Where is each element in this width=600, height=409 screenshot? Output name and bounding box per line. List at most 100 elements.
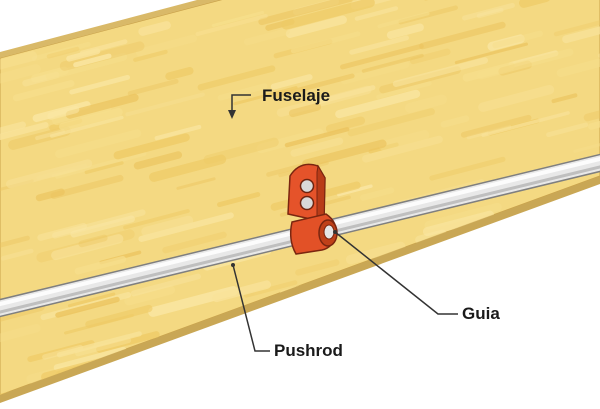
- wood-grain-streak: [141, 215, 194, 237]
- wood-grain-streak: [70, 215, 135, 238]
- wood-grain-streak: [59, 107, 123, 131]
- wood-grain-streak: [501, 381, 584, 395]
- wood-grain-streak: [507, 226, 595, 253]
- wood-grain-streak: [243, 280, 298, 298]
- wood-grain-streak: [6, 159, 93, 189]
- wood-grain-streak: [361, 53, 424, 73]
- wood-grain-streak: [130, 273, 201, 297]
- wood-grain-streak: [409, 367, 451, 385]
- wood-grain-streak: [270, 74, 313, 90]
- wood-grain-streak: [47, 105, 80, 120]
- wood-grain-streak: [345, 241, 406, 265]
- wood-grain-streak: [51, 168, 76, 178]
- wood-grain-streak: [0, 51, 38, 72]
- wood-grain-streak: [222, 373, 257, 388]
- wood-grain-streak: [573, 127, 600, 153]
- wood-grain-streak: [176, 177, 216, 190]
- wood-grain-streak: [52, 209, 146, 239]
- wood-grain-streak: [422, 210, 495, 237]
- wood-grain-streak: [467, 243, 511, 262]
- wood-grain-streak: [0, 179, 34, 197]
- wood-grain-streak: [290, 31, 361, 54]
- wood-grain-streak: [434, 337, 502, 361]
- wood-grain-streak: [340, 43, 424, 70]
- wood-grain-streak: [481, 111, 570, 137]
- wood-grain-streak: [290, 308, 346, 328]
- wood-grain-streak: [302, 139, 387, 168]
- wood-grain-streak: [211, 10, 265, 28]
- wood-grain-streak: [84, 161, 124, 175]
- wood-grain-streak: [35, 188, 65, 202]
- wood-grain-streak: [528, 320, 559, 331]
- wood-grain-streak: [342, 365, 369, 377]
- wood-grain-streak: [290, 137, 344, 157]
- wood-grain-streak: [567, 198, 600, 224]
- wood-grain-streak: [478, 85, 555, 112]
- wood-grain-streak: [0, 235, 30, 249]
- wood-grain-streak: [392, 57, 489, 87]
- wood-grain-streak: [0, 121, 26, 137]
- wood-grain-streak: [212, 280, 271, 303]
- wood-grain-streak: [6, 0, 100, 21]
- wood-grain-streak: [316, 85, 376, 105]
- guide-hole-bottom: [299, 195, 315, 211]
- wood-grain-streak: [476, 7, 504, 19]
- wood-grain-streak: [243, 28, 290, 46]
- wood-grain-streak: [133, 49, 168, 62]
- wood-grain-streak: [295, 259, 340, 276]
- wood-grain-streak: [472, 365, 508, 381]
- wood-grain-streak: [377, 11, 430, 29]
- wood-grain-streak: [477, 48, 574, 80]
- wood-grain-streak: [27, 25, 64, 38]
- wood-grain-streak: [124, 285, 176, 306]
- wood-grain-streak: [475, 268, 518, 286]
- wood-grain-streak: [460, 114, 532, 138]
- wood-grain-streak: [368, 142, 399, 154]
- wood-grain-streak: [285, 15, 347, 38]
- wood-grain-streak: [283, 302, 335, 322]
- wood-grain-streak: [362, 135, 443, 163]
- pushrod-label: Pushrod: [274, 341, 343, 360]
- wood-grain-streak: [0, 0, 97, 9]
- wood-grain-streak: [36, 0, 119, 23]
- wood-grain-streak: [457, 360, 519, 383]
- wood-grain-streak: [454, 42, 528, 65]
- wood-grain-streak: [376, 81, 432, 99]
- wood-grain-streak: [73, 53, 112, 68]
- wood-grain-streak: [405, 94, 447, 113]
- wood-grain-streak: [96, 331, 160, 353]
- wood-grain-streak: [388, 373, 422, 389]
- wood-grain-streak: [519, 0, 551, 8]
- wood-grain-streak: [284, 127, 350, 148]
- wood-grain-streak: [12, 80, 75, 102]
- guide-hole-top: [299, 178, 315, 194]
- wood-grain-streak: [138, 212, 234, 242]
- wood-grain-streak: [415, 229, 447, 245]
- wood-grain-streak: [576, 382, 600, 395]
- wood-grain-streak: [149, 154, 227, 182]
- wood-grain-streak: [360, 187, 395, 201]
- wood-grain-streak: [556, 46, 600, 78]
- wood-grain-streak: [55, 296, 120, 318]
- wood-grain-streak: [65, 93, 139, 119]
- wood-grain-streak: [456, 241, 519, 261]
- wood-grain-streak: [165, 67, 194, 81]
- wood-grain-streak: [138, 21, 171, 36]
- wood-grain-streak: [578, 308, 600, 333]
- wood-grain-streak: [127, 78, 179, 96]
- wood-grain-streak: [482, 273, 529, 291]
- wood-grain-streak: [592, 231, 600, 249]
- wood-grain-streak: [436, 245, 481, 262]
- wood-grain-streak: [354, 6, 399, 21]
- wood-grain-streak: [378, 130, 430, 151]
- wood-grain-streak: [79, 39, 128, 56]
- wood-grain-streak: [317, 287, 391, 312]
- wood-grain-streak: [45, 0, 128, 19]
- wood-grain-streak: [50, 174, 124, 199]
- wood-grain-streak: [198, 376, 283, 395]
- wood-grain-streak: [51, 234, 124, 261]
- wood-grain-streak: [336, 184, 373, 197]
- guide-leader-line: [334, 231, 458, 315]
- wood-grain-streak: [123, 209, 190, 230]
- wood-grain-streak: [419, 21, 506, 50]
